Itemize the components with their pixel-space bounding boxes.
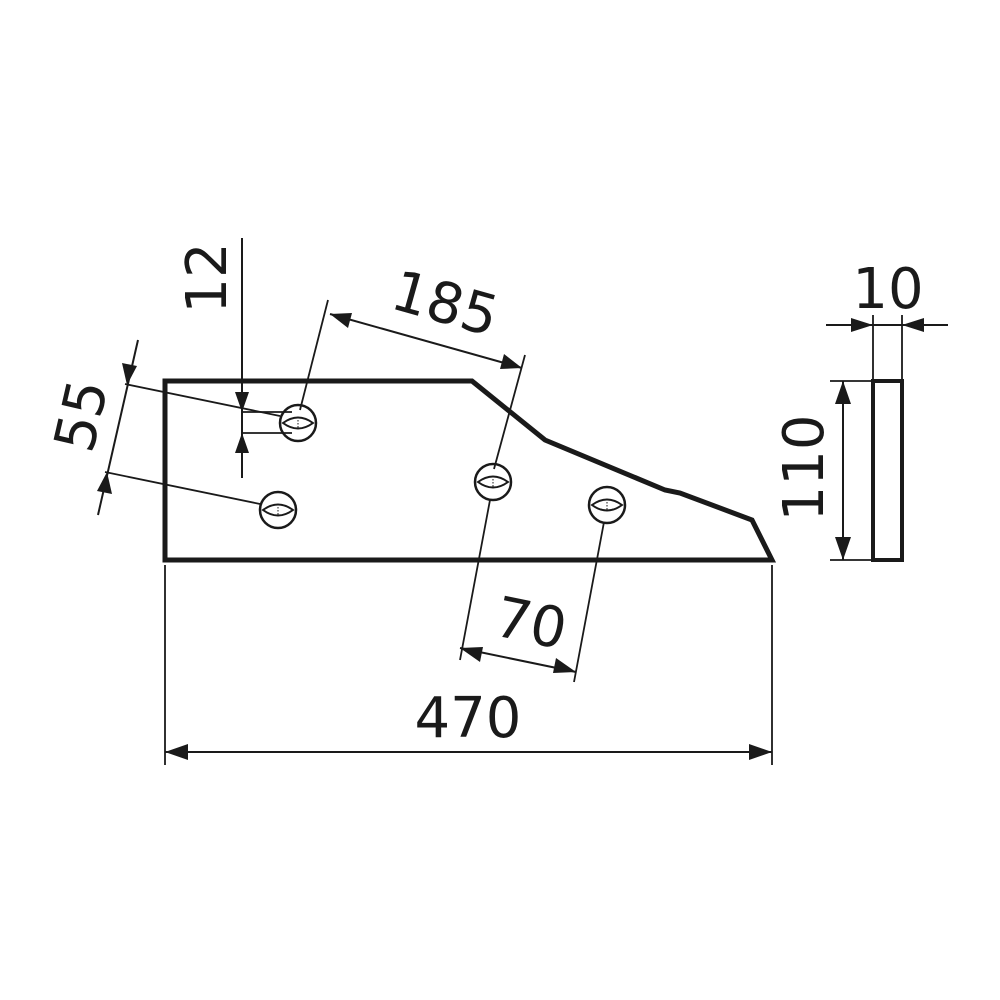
dimension-12: 12	[175, 238, 292, 478]
dimension-185: 185	[299, 258, 526, 470]
dimension-55: 55	[42, 339, 281, 516]
dimension-470-label: 470	[415, 686, 522, 751]
dimension-185-label: 185	[385, 258, 505, 349]
dimension-12-label: 12	[175, 242, 240, 313]
dimension-70-label: 70	[489, 585, 572, 663]
hole-top-left	[278, 403, 318, 443]
dimension-55-label: 55	[42, 374, 121, 458]
dimension-110-label: 110	[772, 415, 837, 522]
side-view-profile	[871, 379, 904, 562]
plate-outline	[162, 378, 777, 563]
dimension-70: 70	[459, 499, 605, 683]
hole-center	[473, 462, 513, 502]
dimension-470: 470	[164, 565, 773, 765]
dimension-110: 110	[772, 380, 873, 561]
hole-right	[587, 485, 627, 525]
dimension-10-label: 10	[852, 257, 923, 322]
dimension-10: 10	[826, 257, 948, 381]
hole-bottom-left	[258, 490, 298, 530]
